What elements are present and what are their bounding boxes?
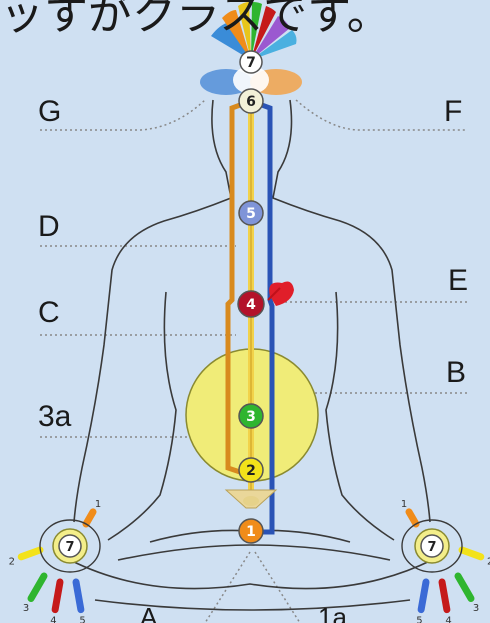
right-finger-3-number: 3 [473, 603, 479, 614]
leader-line-f [296, 100, 465, 130]
left-finger-3 [31, 576, 44, 599]
left-finger-2-number: 2 [9, 556, 15, 567]
label-b: B [446, 358, 466, 388]
right-finger-3 [458, 576, 471, 599]
right-palm-chakra-label: 7 [427, 540, 436, 555]
left-finger-3-number: 3 [23, 603, 29, 614]
label-g: G [38, 97, 61, 127]
left-finger-1-number: 1 [95, 499, 101, 510]
left-finger-1 [86, 512, 93, 524]
right-finger-1 [409, 512, 416, 524]
label-c: C [38, 298, 60, 328]
right-finger-1-number: 1 [401, 499, 407, 510]
chakra-2-label: 2 [246, 463, 256, 479]
right-finger-2 [462, 550, 481, 557]
right-finger-4 [442, 582, 447, 610]
chakra-1: 1 [239, 519, 263, 543]
right-finger-5 [421, 582, 426, 610]
right-inner-arm [326, 292, 394, 540]
chakra-6: 6 [239, 89, 263, 113]
label-1a: 1a [318, 604, 347, 623]
chakra-2: 2 [239, 458, 263, 482]
label-a: A [140, 604, 157, 623]
left-finger-2 [21, 550, 40, 557]
chakra-3: 3 [239, 404, 263, 428]
chakra-7: 7 [240, 51, 262, 73]
chakra-1-label: 1 [246, 524, 256, 540]
hand-layer: 123457123457 [9, 499, 490, 623]
left-finger-5 [76, 582, 81, 610]
label-f: F [444, 97, 462, 127]
left-finger-4 [55, 582, 60, 610]
legs-middle-line [118, 545, 390, 560]
chakra-6-label: 6 [246, 94, 256, 110]
chakra-5-label: 5 [246, 206, 256, 222]
right-finger-5-number: 5 [416, 615, 422, 623]
chakra-5: 5 [239, 201, 263, 225]
chakra-4: 4 [238, 291, 264, 317]
root-funnel [226, 490, 276, 508]
left-hand: 1 2 3 4 5 7 [9, 499, 102, 623]
left-palm-chakra-label: 7 [65, 540, 74, 555]
chakra-4-label: 4 [246, 297, 256, 313]
right-finger-4-number: 4 [445, 615, 451, 623]
legs-upper-line [70, 560, 432, 589]
label-e: E [448, 266, 468, 296]
left-finger-5-number: 5 [79, 615, 85, 623]
chakra-7-label: 7 [246, 55, 256, 71]
left-finger-4-number: 4 [50, 615, 56, 623]
leader-line-g [40, 100, 205, 130]
label-3a: 3a [38, 402, 71, 432]
chakra-3-label: 3 [246, 409, 256, 425]
left-inner-arm [108, 292, 176, 540]
label-d: D [38, 212, 60, 242]
top-caption: ッすがクラスです。 [0, 0, 391, 42]
